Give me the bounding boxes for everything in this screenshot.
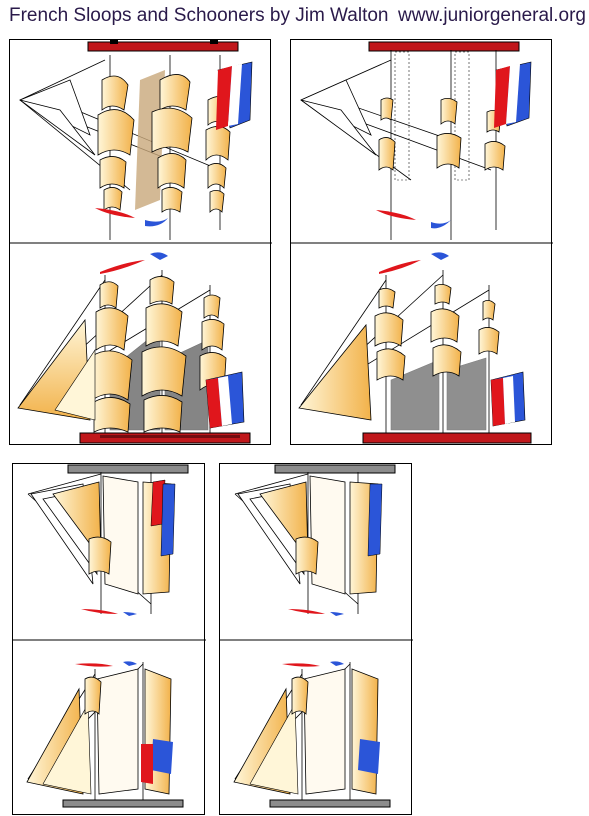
ship-card-sloop-a <box>9 39 272 445</box>
page-title: French Sloops and Schooners by Jim Walto… <box>9 5 389 26</box>
ship-card-sloop-b <box>290 39 553 445</box>
sloop-front-illustration <box>10 40 272 444</box>
sloop-alt-illustration <box>291 41 553 444</box>
hull-bottom <box>79 432 251 444</box>
site-url: www.juniorgeneral.org <box>398 5 586 26</box>
hull-top <box>87 41 239 52</box>
shadow-sail <box>135 70 165 210</box>
schooner-alt-illustration <box>220 464 413 808</box>
ship-card-schooner-b <box>219 463 413 815</box>
ship-card-schooner-a <box>12 463 206 815</box>
schooner-illustration <box>13 464 206 808</box>
pennant <box>95 208 135 218</box>
